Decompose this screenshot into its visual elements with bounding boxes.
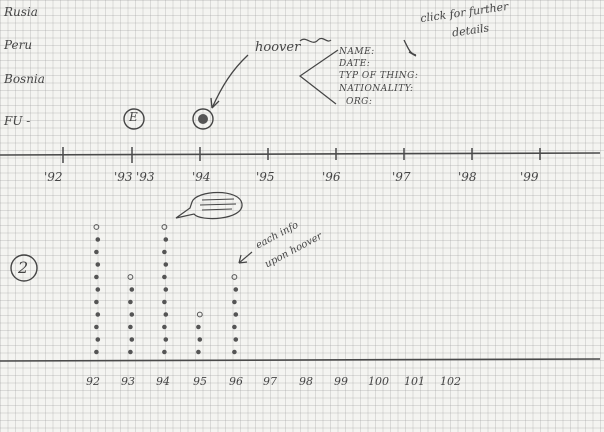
each-info-arrow	[238, 251, 253, 264]
side-label-peru: Peru	[4, 38, 33, 52]
axis-tick-label: 96	[229, 375, 243, 388]
info-dot[interactable]	[95, 312, 101, 317]
side-label-fu: FU -	[4, 114, 31, 128]
timeline-tick-label: '96	[322, 170, 341, 184]
info-dot[interactable]	[162, 349, 167, 355]
info-dot[interactable]	[95, 287, 101, 292]
info-dot[interactable]	[94, 274, 99, 280]
info-dot[interactable]	[197, 337, 203, 342]
info-dot[interactable]	[232, 324, 237, 330]
timeline-tick-label: '97	[392, 170, 411, 184]
hovered-event-dot	[198, 114, 208, 124]
info-dot[interactable]	[161, 224, 168, 230]
axis-tick-label: 102	[440, 375, 461, 388]
info-dot[interactable]	[162, 249, 167, 255]
timeline-tick-label: '93	[136, 170, 155, 184]
info-dot[interactable]	[128, 299, 133, 305]
info-dot[interactable]	[232, 349, 237, 355]
info-dot[interactable]	[163, 312, 169, 317]
form-field-date: DATE:	[339, 59, 371, 69]
info-dot[interactable]	[196, 311, 203, 318]
form-field-nationality: NATIONALITY:	[339, 84, 414, 94]
form-field-name: NAME:	[339, 47, 375, 57]
click-pointer	[403, 39, 417, 57]
axis-tick-label: 101	[404, 375, 425, 388]
info-dot[interactable]	[233, 312, 239, 317]
side-label-bosnia: Bosnia	[4, 72, 45, 86]
timeline-tick-label: '94	[192, 170, 211, 184]
dot-columns	[93, 224, 239, 355]
info-dot[interactable]	[129, 337, 135, 342]
section-number: 2	[18, 258, 29, 277]
info-dot[interactable]	[162, 274, 167, 280]
info-dot[interactable]	[127, 274, 134, 280]
info-bubble-lines	[199, 198, 237, 211]
axis-tick-label: 100	[368, 375, 389, 388]
section-circle	[10, 254, 38, 282]
axis-tick-label: 97	[263, 375, 277, 388]
hover-arrow	[211, 54, 249, 109]
form-field-type: TYP OF THING:	[339, 71, 419, 81]
info-dot[interactable]	[129, 287, 135, 292]
form-bubble-wedge	[298, 49, 339, 105]
timeline-tick-label: '93	[114, 170, 133, 184]
each-info-arrowhead	[238, 254, 248, 264]
axis-tick-label: 98	[299, 375, 313, 388]
hover-squiggle	[299, 37, 332, 43]
info-dot[interactable]	[93, 224, 100, 230]
info-dot[interactable]	[233, 337, 239, 342]
axis-tick-label: 95	[193, 375, 207, 388]
info-dot[interactable]	[128, 349, 133, 355]
info-dot[interactable]	[95, 337, 101, 342]
info-dot[interactable]	[163, 262, 169, 267]
info-dot[interactable]	[95, 237, 101, 242]
circled-e-letter: E	[129, 110, 138, 124]
info-dot[interactable]	[232, 299, 237, 305]
bottom-axis	[0, 358, 601, 362]
info-dot[interactable]	[196, 349, 201, 355]
info-dot[interactable]	[95, 262, 101, 267]
info-dot[interactable]	[162, 299, 167, 305]
info-dot[interactable]	[94, 349, 99, 355]
axis-tick-label: 93	[121, 375, 135, 388]
timeline-tick-label: '99	[520, 170, 539, 184]
info-dot[interactable]	[163, 337, 169, 342]
top-timeline-axis	[0, 152, 601, 156]
info-dot[interactable]	[129, 312, 135, 317]
timeline-tick-label: '95	[256, 170, 275, 184]
info-dot[interactable]	[94, 324, 99, 330]
hover-arrowhead	[210, 97, 220, 109]
info-dot[interactable]	[162, 324, 167, 330]
axis-tick-label: 92	[86, 375, 100, 388]
form-field-org: ORG:	[346, 97, 373, 107]
info-dot[interactable]	[128, 324, 133, 330]
axis-tick-label: 94	[156, 375, 170, 388]
timeline-tick-label: '98	[458, 170, 477, 184]
info-dot[interactable]	[233, 287, 239, 292]
hovered-event-marker[interactable]	[192, 108, 214, 130]
axis-tick-label: 99	[334, 375, 348, 388]
info-hover-bubble	[175, 192, 243, 220]
info-dot[interactable]	[163, 287, 169, 292]
side-label-rusia: Rusia	[4, 5, 38, 19]
info-dot[interactable]	[231, 274, 238, 280]
info-dot[interactable]	[163, 237, 169, 242]
top-timeline-ticks	[62, 147, 541, 163]
circled-e-marker	[123, 108, 145, 130]
info-dot[interactable]	[94, 299, 99, 305]
info-dot[interactable]	[94, 249, 99, 255]
info-dot[interactable]	[196, 324, 201, 330]
hover-annotation: hoover	[255, 40, 301, 55]
timeline-tick-label: '92	[44, 170, 63, 184]
